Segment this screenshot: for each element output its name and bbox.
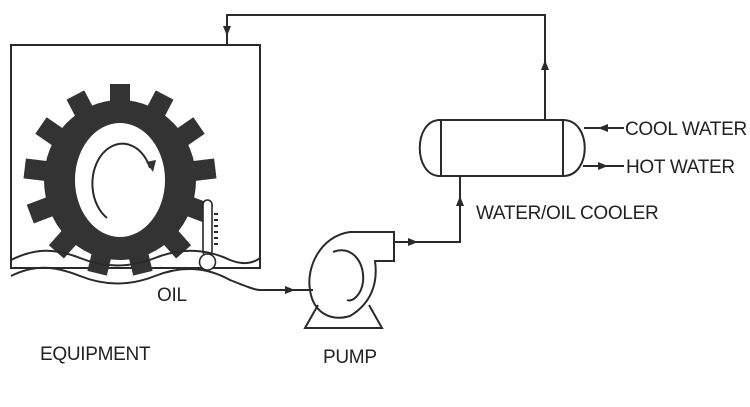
pump-icon — [303, 231, 395, 329]
gear-icon — [23, 84, 217, 276]
arrow-down-icon — [223, 26, 231, 36]
oil-label: OIL — [157, 285, 187, 306]
arrow-up-icon — [456, 196, 464, 206]
oil-surface — [10, 249, 261, 291]
pump-discharge-line — [394, 176, 464, 246]
pump-label: PUMP — [323, 347, 377, 368]
hot-water-line — [583, 162, 624, 170]
thermometer-icon — [198, 199, 218, 271]
cool-water-label: COOL WATER — [625, 119, 747, 140]
supply-line — [260, 286, 313, 294]
cooler-label: WATER/OIL COOLER — [476, 203, 658, 224]
arrow-right-icon — [598, 162, 608, 170]
cooler-icon — [418, 119, 586, 177]
cool-water-line — [584, 124, 624, 132]
return-line — [223, 14, 549, 120]
equipment-label: EQUIPMENT — [40, 344, 151, 365]
arrow-right-icon — [408, 238, 418, 246]
arrow-right-icon — [285, 286, 295, 294]
hot-water-label: HOT WATER — [626, 157, 735, 178]
arrow-up-icon — [541, 60, 549, 70]
arrow-left-icon — [598, 124, 608, 132]
